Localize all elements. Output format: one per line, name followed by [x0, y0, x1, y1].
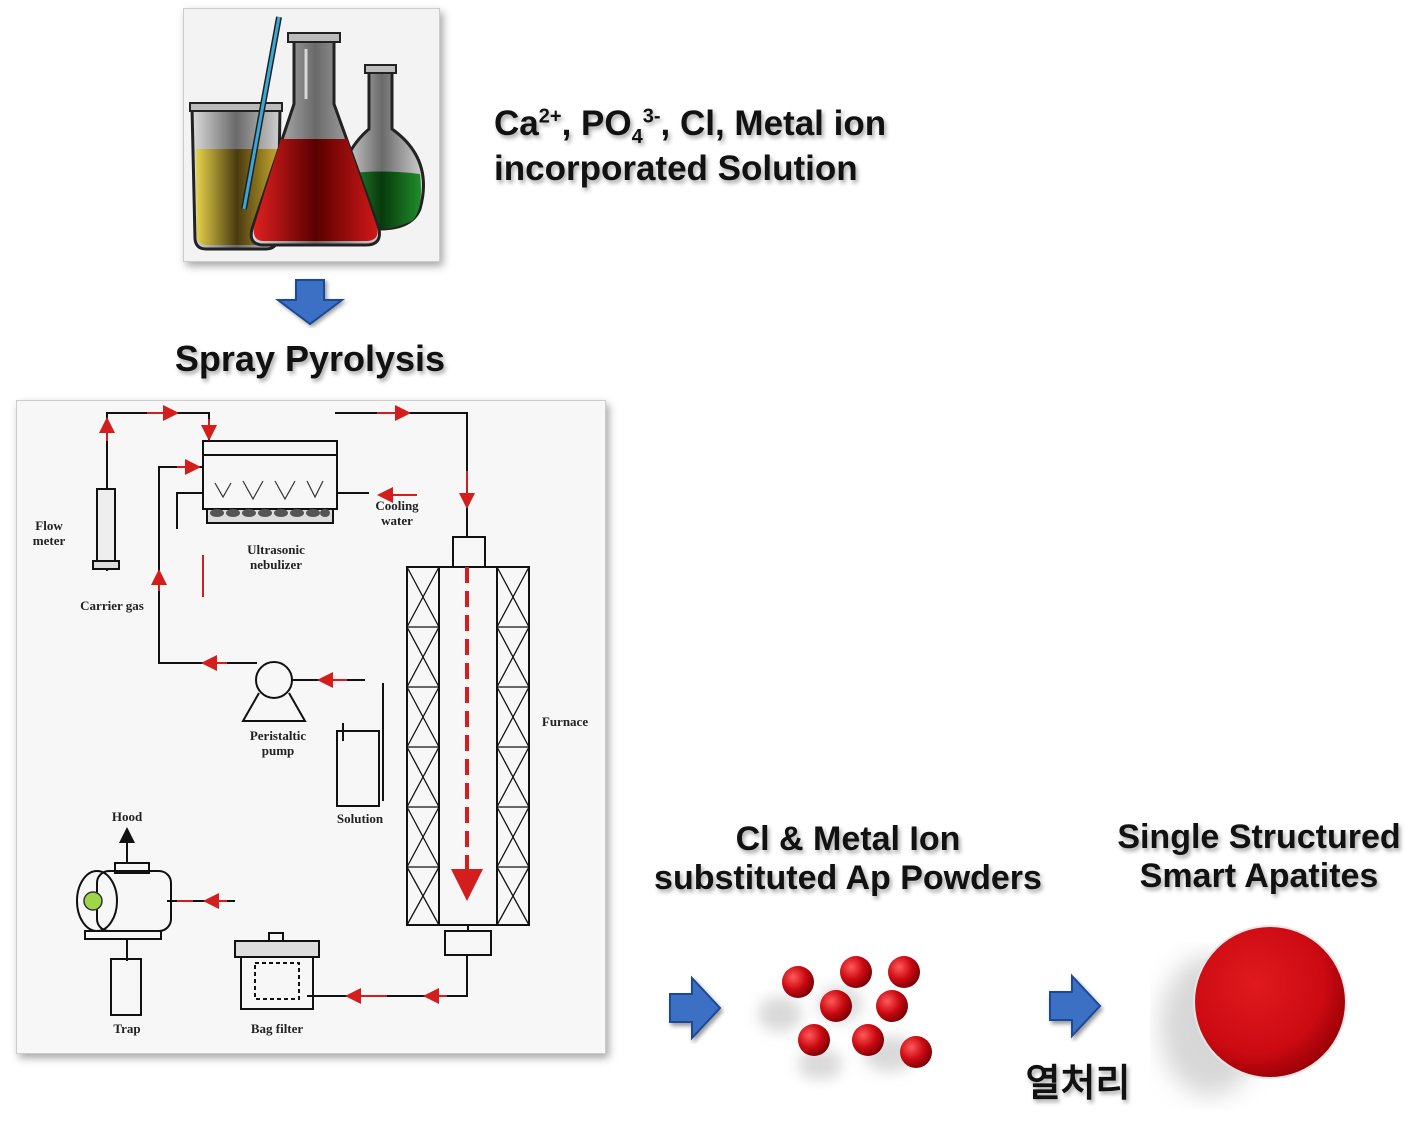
cooling-water-label: Cooling water — [375, 498, 419, 528]
powders-label-line1: Cl & Metal Ion — [735, 820, 961, 858]
peristaltic-pump-label: Peristaltic pump — [249, 728, 307, 758]
furnace-label: Furnace — [541, 714, 589, 729]
bag-filter-label: Bag filter — [250, 1021, 304, 1036]
apatite-label: Single Structured Smart Apatites — [1096, 818, 1422, 896]
solution-label: Ca2+, PO43-, Cl, Metal ion incorporated … — [494, 104, 1054, 189]
glassware-illustration — [189, 16, 425, 251]
apatite-label-line1: Single Structured — [1117, 818, 1401, 856]
particle — [888, 956, 920, 988]
hood-label: Hood — [111, 809, 143, 824]
spray-pyrolysis-schematic: Flow meter Carrier gas Ultrasonic nebuli… — [16, 400, 606, 1054]
smart-apatite-sphere — [1160, 925, 1347, 1096]
heat-treatment-arrow-icon — [1049, 973, 1102, 1039]
flow-meter-label: Flow meter — [32, 518, 66, 548]
ultrasonic-nebulizer-label: Ultrasonic nebulizer — [247, 542, 305, 572]
particle — [840, 956, 872, 988]
particle — [876, 990, 908, 1022]
powders-label-line2: substituted Ap Powders — [654, 859, 1042, 898]
apatite-label-line2: Smart Apatites — [1139, 857, 1379, 896]
glassware-picture — [183, 8, 440, 262]
schematic-drawing — [76, 405, 530, 1016]
solution-label-line2: incorporated Solution — [494, 149, 858, 188]
particle — [900, 1036, 932, 1068]
particle — [852, 1024, 884, 1056]
solution-label-line1: Ca2+, PO43-, Cl, Metal ion — [494, 104, 887, 148]
particle — [820, 990, 852, 1022]
solution-bottle-label: Solution — [336, 811, 384, 826]
powder-particles — [758, 956, 932, 1080]
particle — [798, 1024, 830, 1056]
heat-treatment-label: 열처리 — [1025, 1061, 1131, 1105]
process-title: Spray Pyrolysis — [174, 338, 446, 379]
particle — [782, 966, 814, 998]
trap-label: Trap — [113, 1021, 141, 1036]
right-arrow-icon — [669, 975, 722, 1041]
down-arrow-icon — [275, 279, 345, 326]
powders-label: Cl & Metal Ion substituted Ap Powders — [628, 820, 1068, 898]
carrier-gas-label: Carrier gas — [80, 598, 144, 613]
